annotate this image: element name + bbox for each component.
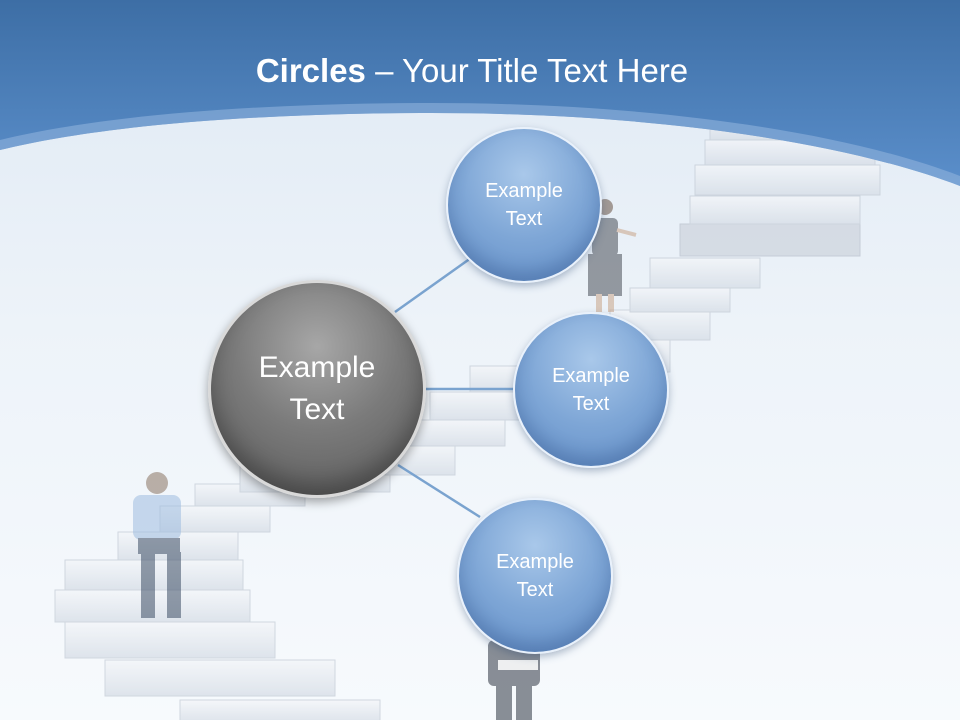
title-rest: – Your Title Text Here <box>365 52 689 89</box>
item-circle-2[interactable]: Example Text <box>513 312 669 468</box>
item-circle-1-label: Example Text <box>485 177 563 233</box>
main-circle-line2: Text <box>289 393 345 426</box>
item-circle-3-line2: Text <box>516 579 554 601</box>
item-circle-2-line2: Text <box>572 393 610 415</box>
connector-line-1 <box>394 251 479 314</box>
slide-title: Circles – Your Title Text Here <box>0 52 944 90</box>
main-circle-line1: Example <box>258 351 376 384</box>
item-circle-3[interactable]: Example Text <box>457 498 613 654</box>
title-bold: Circles <box>255 52 366 89</box>
main-circle[interactable]: Example Text <box>208 280 426 498</box>
item-circle-3-line1: Example <box>496 551 574 573</box>
item-circle-1[interactable]: Example Text <box>446 127 602 283</box>
item-circle-1-line2: Text <box>505 208 543 230</box>
item-circle-2-line1: Example <box>552 365 630 387</box>
item-circle-2-label: Example Text <box>552 362 630 418</box>
item-circle-1-line1: Example <box>485 180 563 202</box>
sitting-man-figure <box>133 472 181 618</box>
connector-line-3 <box>397 463 481 519</box>
item-circle-3-label: Example Text <box>496 548 574 604</box>
header-banner <box>0 0 960 186</box>
main-circle-label: Example Text <box>259 347 376 431</box>
